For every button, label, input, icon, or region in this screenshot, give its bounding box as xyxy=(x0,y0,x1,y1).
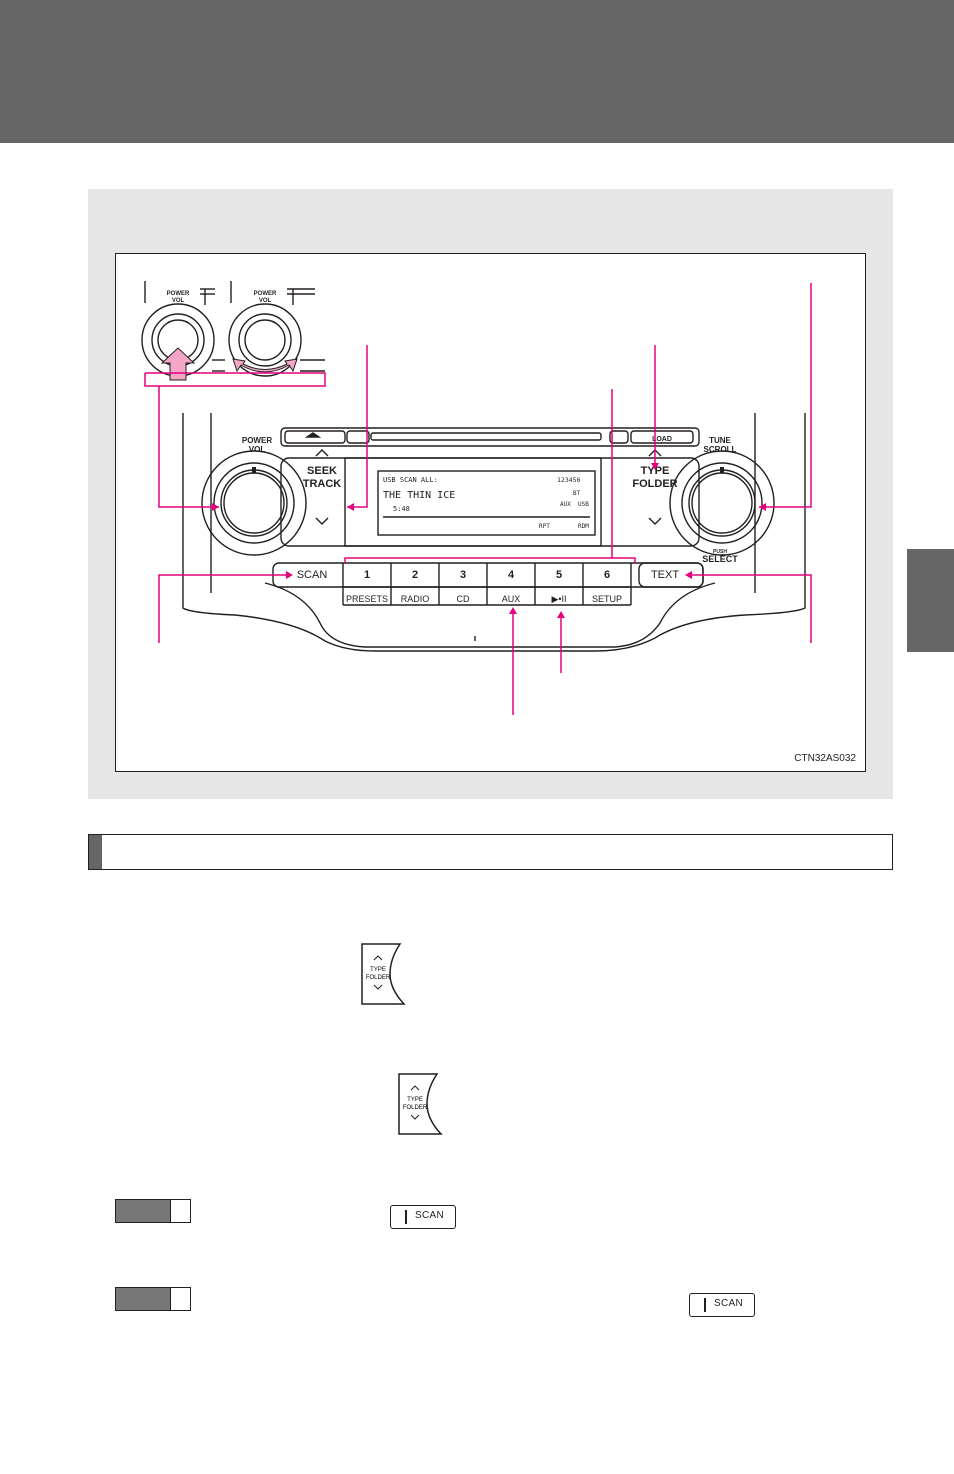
scan-button-icon-label-2: SCAN xyxy=(714,1298,743,1309)
inset-knob-turn xyxy=(228,281,325,377)
figure-code: CTN32AS032 xyxy=(794,753,856,764)
step-badge-slot xyxy=(170,1288,191,1310)
preset-6-number: 6 xyxy=(604,569,610,581)
display-preset-indicators: 123456 xyxy=(557,476,581,484)
preset-6-sublabel: SETUP xyxy=(592,594,622,604)
figure-frame xyxy=(115,253,866,772)
section-marker xyxy=(89,835,102,869)
inset-label-vol-1: VOL xyxy=(172,298,185,304)
preset-5-sublabel: ▶•II xyxy=(551,594,566,604)
section-heading xyxy=(88,834,893,870)
preset-3-number: 3 xyxy=(460,569,466,581)
scan-button-label: SCAN xyxy=(297,569,328,581)
type-folder-button-icon: TYPE FOLDER xyxy=(361,943,406,1005)
scan-button-divider xyxy=(405,1210,407,1224)
display-aux: AUX xyxy=(560,501,571,508)
audio-unit-diagram: POWER VOL POWER VOL POWER VOL TUNE SCROL… xyxy=(141,281,856,764)
scan-button-icon-2: SCAN xyxy=(689,1293,755,1317)
preset-1-number: 1 xyxy=(364,569,370,581)
preset-1-sublabel: PRESETS xyxy=(346,594,388,604)
display-bt: BT xyxy=(573,490,581,497)
preset-4-number: 4 xyxy=(508,569,515,581)
chapter-tab xyxy=(907,549,954,652)
icon-type-label-2: TYPE xyxy=(407,1097,423,1103)
rotate-arrow-icon xyxy=(232,358,298,373)
step-badge-slot xyxy=(170,1200,191,1222)
load-button-label: LOAD xyxy=(652,436,672,443)
scroll-label: SCROLL xyxy=(704,445,737,454)
step-badge-1 xyxy=(115,1199,191,1223)
display-usb: USB xyxy=(578,501,589,508)
vol-label: VOL xyxy=(249,445,266,454)
tune-label: TUNE xyxy=(709,436,731,445)
preset-2-sublabel: RADIO xyxy=(401,594,430,604)
type-folder-button-icon-2: TYPE FOLDER xyxy=(398,1073,443,1135)
power-label: POWER xyxy=(242,436,272,445)
inset-label-power-2: POWER xyxy=(254,291,277,297)
icon-folder-label: FOLDER xyxy=(366,975,391,981)
preset-2-number: 2 xyxy=(412,569,418,581)
inset-label-power-1: POWER xyxy=(167,291,190,297)
push-label: PUSH xyxy=(713,549,727,555)
scan-button-icon: SCAN xyxy=(390,1205,456,1229)
type-label: TYPE xyxy=(641,465,670,477)
preset-3-sublabel: CD xyxy=(457,594,470,604)
display-rpt: RPT xyxy=(539,523,550,530)
display-line-1: USB SCAN ALL: xyxy=(383,476,438,484)
text-button-label: TEXT xyxy=(651,569,679,581)
folder-label: FOLDER xyxy=(632,478,677,490)
track-label: TRACK xyxy=(303,478,342,490)
scan-button-icon-label: SCAN xyxy=(415,1210,444,1221)
display-line-3: 5:48 xyxy=(393,505,410,513)
display-rdm: RDM xyxy=(578,523,589,530)
press-arrow-icon xyxy=(160,347,196,381)
display-line-2: THE THIN ICE xyxy=(383,490,455,501)
seek-label: SEEK xyxy=(307,465,337,477)
inset-label-vol-2: VOL xyxy=(259,298,272,304)
preset-4-sublabel: AUX xyxy=(502,594,521,604)
step-badge-fill xyxy=(116,1288,170,1310)
icon-folder-label-2: FOLDER xyxy=(403,1105,428,1111)
step-badge-2 xyxy=(115,1287,191,1311)
scan-button-divider xyxy=(704,1298,706,1312)
select-label: SELECT xyxy=(702,554,738,564)
page-header-band xyxy=(0,0,954,143)
step-badge-fill xyxy=(116,1200,170,1222)
preset-5-number: 5 xyxy=(556,569,562,581)
icon-type-label: TYPE xyxy=(370,967,386,973)
